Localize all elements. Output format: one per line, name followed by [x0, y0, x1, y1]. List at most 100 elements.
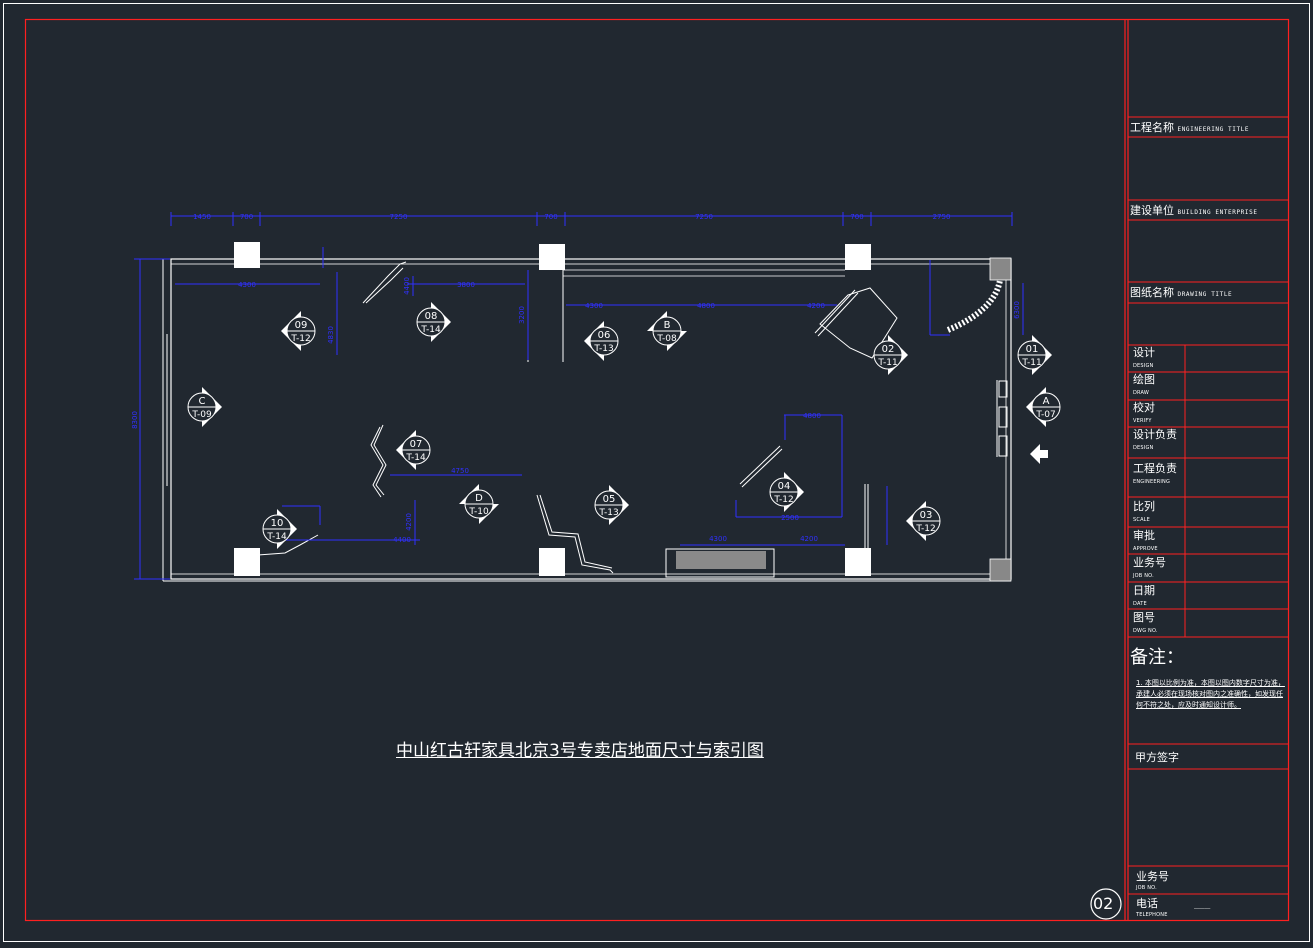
title-block-row-label: 图号 — [1133, 611, 1155, 624]
callout-index: 07 — [410, 439, 423, 450]
inner-dimension-text: 4830 — [327, 326, 335, 344]
callout-index: 03 — [920, 510, 933, 521]
client-sign-label: 甲方签字 — [1135, 751, 1179, 764]
title-block-row-label: 业务号 — [1133, 556, 1166, 569]
title-block-row-sublabel: DRAW — [1133, 390, 1150, 396]
project-name-label: 工程名称 ENGINEERING TITLE — [1130, 121, 1250, 134]
inner-dimension-text: 4200 — [800, 535, 818, 543]
callout-sheet-ref: T-14 — [420, 325, 441, 335]
top-dimension-text: 700 — [850, 213, 863, 221]
callout-index: 09 — [295, 320, 308, 331]
callout-index: 10 — [271, 518, 284, 529]
callout-sheet-ref: T-09 — [191, 410, 212, 420]
callout-sheet-ref: T-13 — [593, 344, 613, 354]
column — [845, 548, 871, 576]
callout-sheet-ref: T-14 — [405, 453, 426, 463]
sheet-number: 02 — [1093, 894, 1114, 913]
callout-index: 04 — [778, 481, 791, 492]
title-block-row-label: 校对 — [1133, 401, 1155, 414]
phone-value: ___ — [1194, 900, 1211, 910]
index-callout: 08T-14 — [416, 302, 451, 342]
callout-sheet-ref: T-12 — [773, 495, 793, 505]
inner-dimension-text: 4200 — [405, 513, 413, 531]
title-block-row-label: 日期 — [1133, 584, 1155, 597]
inner-dimension-text: 4800 — [697, 302, 715, 310]
title-block-row-sublabel: ENGINEERING — [1133, 479, 1171, 485]
inner-dimension-text: 4300 — [238, 281, 256, 289]
title-block-row-label: 工程负责 — [1133, 462, 1177, 475]
index-callout: 09T-12 — [281, 311, 316, 351]
index-callout: 05T-13 — [594, 485, 629, 525]
index-callout: 02T-11 — [873, 335, 908, 375]
callout-sheet-ref: T-13 — [598, 508, 618, 518]
title-block-row-sublabel: DESIGN — [1133, 445, 1154, 451]
inner-dimension-text: 6300 — [1013, 301, 1021, 319]
callout-index: D — [475, 493, 483, 504]
column — [234, 242, 260, 268]
entrance-arrow — [1030, 444, 1048, 464]
top-dimension-text: 7250 — [390, 213, 408, 221]
inner-dimension-text: 3800 — [457, 281, 475, 289]
title-block-row-sublabel: DATE — [1133, 601, 1147, 607]
notes-body: 1. 本图以比例为准，本图以图内数字尺寸为准，承建人必须在现场核对图内之准确性，… — [1136, 679, 1285, 709]
inner-dimension-text: 4800 — [803, 412, 821, 420]
callout-index: 05 — [603, 494, 616, 505]
title-block-grid — [1128, 116, 1289, 895]
inner-dimension-text: 3200 — [518, 306, 526, 324]
title-block-row-sublabel: DWG NO. — [1133, 628, 1158, 634]
job-no-label: 业务号 — [1136, 870, 1169, 883]
callout-index: 06 — [598, 330, 611, 341]
index-callout: 10T-14 — [262, 509, 297, 549]
title-block-row-sublabel: VERIFY — [1133, 418, 1152, 424]
index-callout: B T-08 — [647, 311, 687, 351]
inner-frame — [24, 18, 1290, 922]
inner-dimension-text: 4300 — [585, 302, 603, 310]
index-callout: 07T-14 — [396, 430, 431, 470]
index-callout: 03T-12 — [906, 501, 941, 541]
title-block-row-label: 审批 — [1133, 529, 1155, 542]
index-callout: 04T-12 — [769, 472, 804, 512]
inner-dimension-text: 4200 — [807, 302, 825, 310]
top-dimension-text: 700 — [544, 213, 557, 221]
callout-sheet-ref: T-14 — [266, 532, 287, 542]
notes-title: 备注： — [1130, 647, 1184, 668]
title-block-row-sublabel: APPROVE — [1133, 546, 1158, 552]
outer-border — [3, 3, 1310, 942]
drawing-name-label: 图纸名称 DRAWING TITLE — [1130, 286, 1233, 299]
column — [539, 244, 565, 270]
sheet-number-circle — [1090, 888, 1122, 920]
callout-index: 01 — [1026, 344, 1039, 355]
index-callout: DT-10 — [459, 484, 499, 524]
callout-sheet-ref: T-12 — [290, 334, 310, 344]
title-block-row-label: 绘图 — [1133, 373, 1155, 386]
column — [234, 548, 260, 576]
title-block-row-sublabel: SCALE — [1133, 517, 1151, 523]
column — [845, 244, 871, 270]
floor-plan — [162, 242, 1048, 582]
top-dimension-text: 2750 — [933, 213, 951, 221]
index-callout: 01T-11 — [1017, 335, 1052, 375]
inner-dimension-text: 4400 — [403, 277, 411, 295]
index-callout: 06T-13 — [584, 321, 619, 361]
top-dimension-text: 7250 — [695, 213, 713, 221]
phone-label: 电话 — [1136, 897, 1158, 910]
callout-index: C — [199, 396, 206, 407]
client-label: 建设单位 BUILDING ENTERPRISE — [1130, 204, 1258, 217]
top-dimension-text: 700 — [240, 213, 253, 221]
title-block-row-sublabel: DESIGN — [1133, 363, 1154, 369]
title-block-row-label: 比列 — [1133, 500, 1155, 513]
top-dimension-text: 1450 — [193, 213, 211, 221]
callout-index: A — [1043, 396, 1050, 407]
index-callout: AT-07 — [1026, 387, 1061, 427]
index-callout: C T-09 — [187, 387, 222, 427]
callout-sheet-ref: T-08 — [656, 334, 677, 344]
job-no-en: JOB NO. — [1136, 885, 1157, 891]
column — [539, 548, 565, 576]
callout-index: B — [664, 320, 671, 331]
inner-dimension-text: 2500 — [781, 514, 799, 522]
phone-en: TELEPHONE — [1136, 912, 1168, 918]
title-block-row-sublabel: JOB NO. — [1133, 573, 1154, 579]
inner-dimension-text: 4300 — [709, 535, 727, 543]
